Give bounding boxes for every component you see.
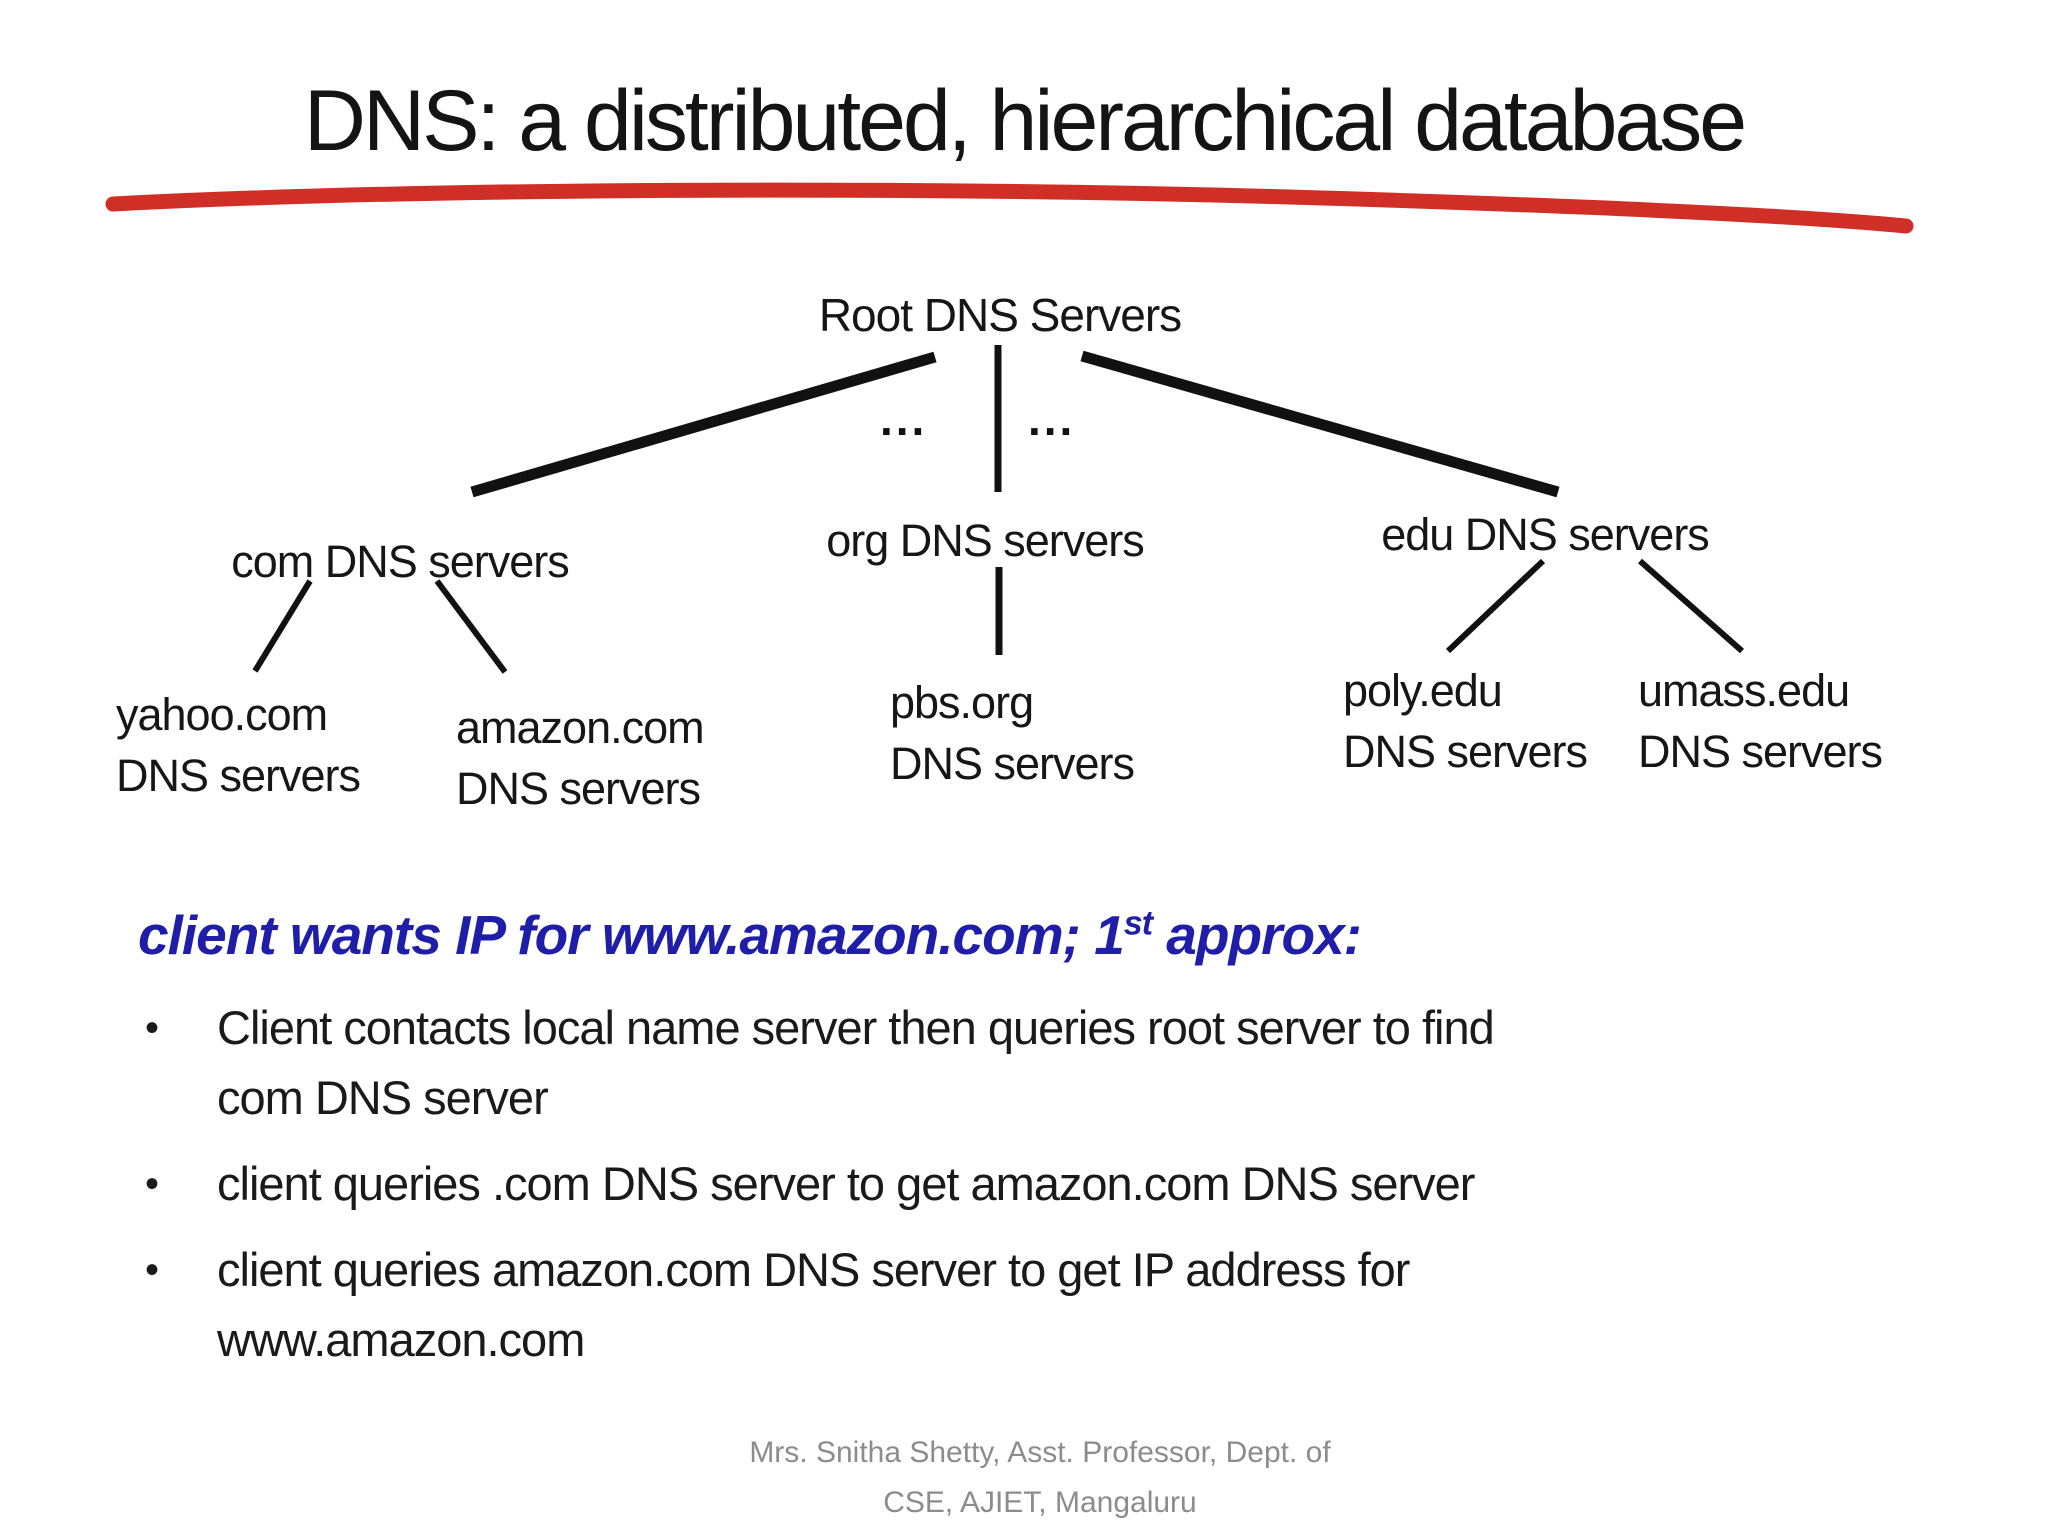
bullet-item-3: • client queries amazon.com DNS server t…	[145, 1235, 1945, 1375]
tree-node-umass-line2: DNS servers	[1638, 726, 1883, 777]
tree-node-poly-line1: poly.edu	[1343, 665, 1503, 716]
bullet-dot: •	[145, 1162, 159, 1206]
tree-node-root: Root DNS Servers	[818, 289, 1182, 341]
bullet-list: • Client contacts local name server then…	[145, 993, 1945, 1391]
edge-edu-umass	[1638, 558, 1744, 654]
tree-node-yahoo-line2: DNS servers	[116, 750, 361, 801]
tree-node-org: org DNS servers	[826, 515, 1145, 566]
footer-line-2: CSE, AJIET, Mangaluru	[883, 1486, 1197, 1519]
subheading-superscript: st	[1123, 904, 1153, 943]
edge-com-amazon	[434, 579, 508, 674]
subheading-suffix: approx:	[1152, 904, 1362, 966]
tree-node-umass: umass.edu DNS servers	[1638, 660, 1883, 782]
bullet-3-line-2: www.amazon.com	[217, 1313, 585, 1366]
tree-node-pbs: pbs.org DNS servers	[890, 672, 1135, 794]
tree-node-yahoo-line1: yahoo.com	[116, 689, 328, 740]
tree-node-edu: edu DNS servers	[1381, 509, 1710, 560]
bullet-dot: •	[145, 1006, 159, 1050]
subheading-prefix: client wants IP for www.amazon.com; 1	[138, 904, 1125, 966]
subheading: client wants IP for www.amazon.com; 1st …	[138, 903, 1362, 967]
tree-node-amazon-line1: amazon.com	[456, 702, 705, 753]
tree-node-amazon-line2: DNS servers	[456, 763, 701, 814]
tree-node-amazon: amazon.com DNS servers	[456, 697, 705, 819]
bullet-text: client queries amazon.com DNS server to …	[217, 1235, 1410, 1375]
edge-root-com	[470, 351, 937, 498]
title-underline-stroke	[105, 182, 1914, 234]
tree-node-pbs-line1: pbs.org	[890, 677, 1034, 728]
bullet-item-1: • Client contacts local name server then…	[145, 993, 1945, 1133]
footer-line-1: Mrs. Snitha Shetty, Asst. Professor, Dep…	[749, 1436, 1331, 1469]
tree-ellipsis-left: ...	[880, 393, 928, 445]
bullet-2-line-1: client queries .com DNS server to get am…	[217, 1157, 1475, 1210]
footer-credit: Mrs. Snitha Shetty, Asst. Professor, Dep…	[624, 1428, 1456, 1528]
edge-root-edu	[1080, 350, 1560, 498]
tree-ellipsis-right: ...	[1028, 393, 1076, 445]
bullet-1-line-2: com DNS server	[217, 1071, 549, 1124]
bullet-dot: •	[145, 1248, 159, 1292]
tree-node-com: com DNS servers	[231, 536, 570, 587]
bullet-text: Client contacts local name server then q…	[217, 993, 1495, 1133]
bullet-item-2: • client queries .com DNS server to get …	[145, 1149, 1945, 1219]
edge-edu-poly	[1445, 558, 1546, 654]
tree-node-pbs-line2: DNS servers	[890, 738, 1135, 789]
tree-node-poly-line2: DNS servers	[1343, 726, 1588, 777]
tree-node-yahoo: yahoo.com DNS servers	[116, 684, 361, 806]
bullet-1-line-1: Client contacts local name server then q…	[217, 1001, 1495, 1054]
edge-com-yahoo	[252, 579, 313, 673]
slide-title: DNS: a distributed, hierarchical databas…	[303, 73, 1747, 169]
bullet-3-line-1: client queries amazon.com DNS server to …	[217, 1243, 1410, 1296]
tree-node-poly: poly.edu DNS servers	[1343, 660, 1588, 782]
tree-node-umass-line1: umass.edu	[1638, 665, 1850, 716]
bullet-text: client queries .com DNS server to get am…	[217, 1149, 1475, 1219]
